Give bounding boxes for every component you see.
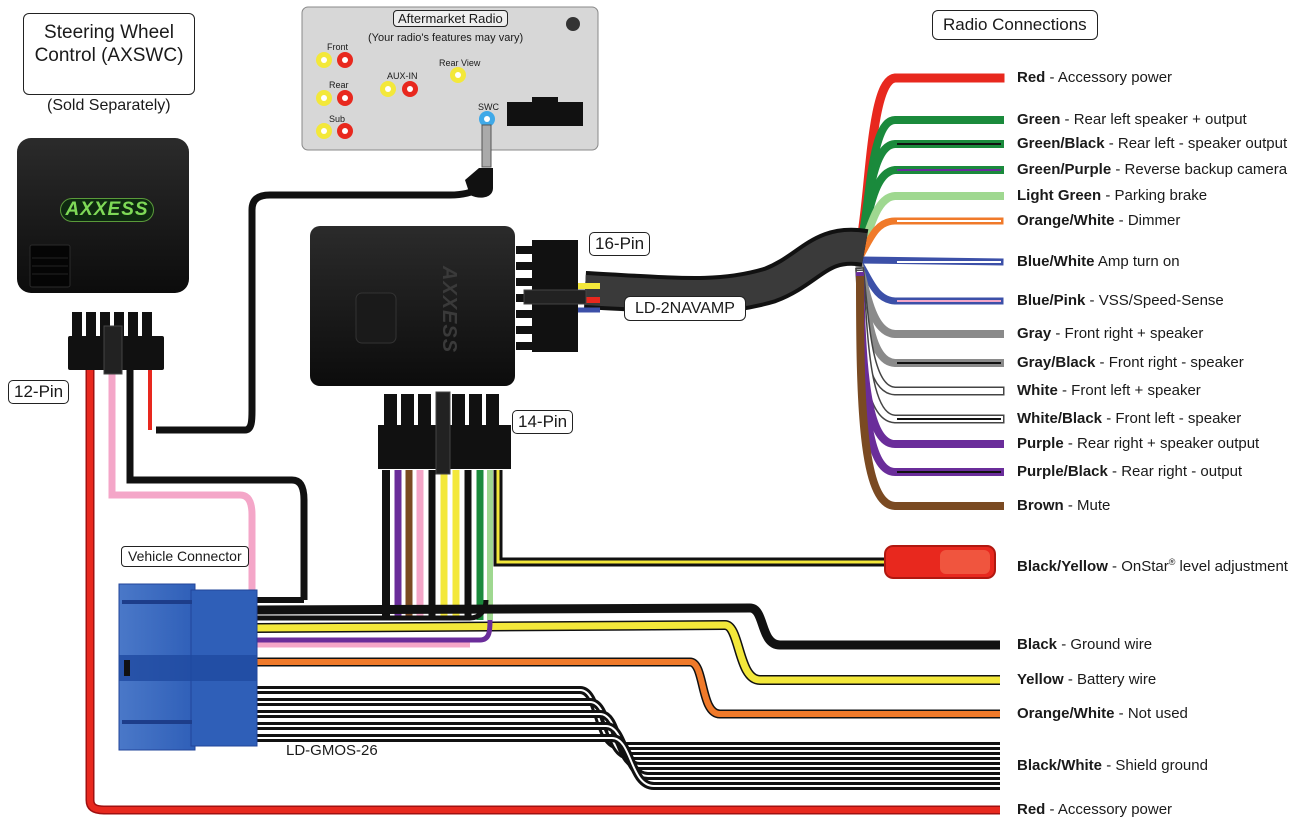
radio-auxin-label: AUX-IN: [387, 71, 418, 81]
wire-name: Black/White: [1017, 757, 1103, 774]
wire-desc: - VSS/Speed-Sense: [1085, 292, 1224, 309]
swc-title-box: Steering Wheel Control (AXSWC): [23, 13, 195, 95]
radio-wire-label: Green/Black - Rear left - speaker output: [1017, 135, 1287, 153]
wire-name: Purple/Black: [1017, 463, 1108, 480]
radio-rearview-label: Rear View: [439, 58, 481, 68]
wire-desc: - Rear right - output: [1107, 463, 1243, 480]
wire-name: Yellow: [1017, 671, 1064, 688]
wire-name: Green/Purple: [1017, 161, 1112, 178]
radio-wire-label: Green/Purple - Reverse backup camera: [1017, 161, 1287, 179]
swc-sold-separately: (Sold Separately): [47, 97, 171, 114]
radio-wire-label: Blue/White Amp turn on: [1017, 253, 1180, 271]
radio-wire-label: Brown - Mute: [1017, 497, 1110, 515]
wire-desc: - Not used: [1114, 705, 1188, 722]
wire-name: White: [1017, 382, 1058, 399]
pin14-wires: [382, 470, 493, 620]
radio-wire-label: Orange/White - Dimmer: [1017, 212, 1180, 230]
wire-desc: - Battery wire: [1063, 671, 1157, 688]
wire-desc: - Accessory power: [1045, 801, 1173, 818]
radio-rear-label: Rear: [329, 80, 349, 90]
wire-name: Gray/Black: [1017, 354, 1096, 371]
interface-logo: AXXESS: [438, 265, 461, 354]
radio-swc-label: SWC: [478, 102, 499, 112]
vehicle-wire-label: Orange/White - Not used: [1017, 705, 1188, 723]
wire-desc: - Front left - speaker: [1102, 410, 1242, 427]
wire-name: Red: [1017, 69, 1046, 86]
radio-title: Aftermarket Radio: [393, 10, 508, 27]
onstar-registered-mark: ®: [1168, 557, 1176, 567]
wire-desc: - Ground wire: [1057, 636, 1153, 653]
wire-desc: - Accessory power: [1045, 69, 1173, 86]
wire-desc: - Front right + speaker: [1051, 325, 1204, 342]
radio-wire-label: White - Front left + speaker: [1017, 382, 1201, 400]
swc-logo: AXXESS: [60, 198, 154, 222]
rca-jacks: [316, 52, 495, 139]
radio-sub-label: Sub: [329, 114, 346, 124]
radio-wire-label: Gray - Front right + speaker: [1017, 325, 1203, 343]
vehicle-wire-label: Yellow - Battery wire: [1017, 671, 1156, 689]
wire-desc: - Front right - speaker: [1095, 354, 1244, 371]
wire-desc: - Mute: [1063, 497, 1111, 514]
wire-name: Orange/White: [1017, 705, 1115, 722]
onstar-wire-desc: - OnStar: [1107, 558, 1169, 575]
radio-side-wires: [854, 73, 1005, 510]
swc-jack-plug: [481, 124, 492, 168]
interface-module: [310, 226, 515, 386]
wire-desc: - Rear right + speaker output: [1063, 435, 1260, 452]
wire-name: White/Black: [1017, 410, 1103, 427]
wire-name: Blue/White: [1017, 253, 1095, 270]
wire-name: Purple: [1017, 435, 1064, 452]
wire-name: Black: [1017, 636, 1058, 653]
vehicle-wire-label: Red - Accessory power: [1017, 801, 1172, 819]
radio-front-label: Front: [327, 42, 349, 52]
wire-desc: - Front left + speaker: [1057, 382, 1201, 399]
wire-desc: - Rear left speaker + output: [1060, 111, 1247, 128]
wire-desc: - Shield ground: [1102, 757, 1208, 774]
vehicle-wire-label: Black - Ground wire: [1017, 636, 1152, 654]
wire-desc: - Rear left - speaker output: [1104, 135, 1288, 152]
radio-subtitle: (Your radio's features may vary): [368, 32, 524, 44]
wire-name: Light Green: [1017, 187, 1102, 204]
radio-wire-label: White/Black - Front left - speaker: [1017, 410, 1241, 428]
wire-name: Orange/White: [1017, 212, 1115, 229]
radio-connections-title: Radio Connections: [932, 10, 1098, 41]
wire-name: Gray: [1017, 325, 1052, 342]
wire-name: Blue/Pink: [1017, 292, 1086, 309]
wire-name: Green: [1017, 111, 1061, 128]
wire-desc: - Parking brake: [1101, 187, 1208, 204]
radio-wire-label: Green - Rear left speaker + output: [1017, 111, 1247, 129]
wire-name: Red: [1017, 801, 1046, 818]
swc-wires: [85, 169, 1000, 815]
radio-wire-label: Gray/Black - Front right - speaker: [1017, 354, 1244, 372]
vehicle-wires: [254, 599, 1000, 790]
wire-name: Green/Black: [1017, 135, 1105, 152]
harness-label: LD-2NAVAMP: [624, 296, 746, 322]
swc-12pin-label: 12-Pin: [8, 380, 70, 404]
wire-name: Brown: [1017, 497, 1064, 514]
radio-wire-label: Light Green - Parking brake: [1017, 187, 1207, 205]
vehicle-connector-label: Vehicle Connector: [121, 546, 249, 567]
wire-desc: - Dimmer: [1114, 212, 1181, 229]
swc-title-line2: Control (AXSWC): [34, 44, 184, 66]
onstar-wire-desc2: level adjustment: [1175, 558, 1288, 575]
onstar-wire-label: Black/Yellow - OnStar® level adjustment: [1017, 553, 1288, 576]
radio-wire-label: Red - Accessory power: [1017, 69, 1172, 87]
vehicle-model-label: LD-GMOS-26: [286, 742, 378, 759]
wire-desc: Amp turn on: [1094, 253, 1180, 270]
interface-16pin-label: 16-Pin: [589, 232, 651, 256]
radio-wire-label: Blue/Pink - VSS/Speed-Sense: [1017, 292, 1224, 310]
vehicle-wire-label: Black/White - Shield ground: [1017, 757, 1208, 775]
swc-title-line1: Steering Wheel: [44, 22, 174, 43]
interface-14pin-label: 14-Pin: [512, 410, 574, 434]
wire-desc: - Reverse backup camera: [1111, 161, 1288, 178]
radio-wire-label: Purple/Black - Rear right - output: [1017, 463, 1242, 481]
radio-wire-label: Purple - Rear right + speaker output: [1017, 435, 1259, 453]
onstar-wire-name: Black/Yellow: [1017, 558, 1108, 575]
